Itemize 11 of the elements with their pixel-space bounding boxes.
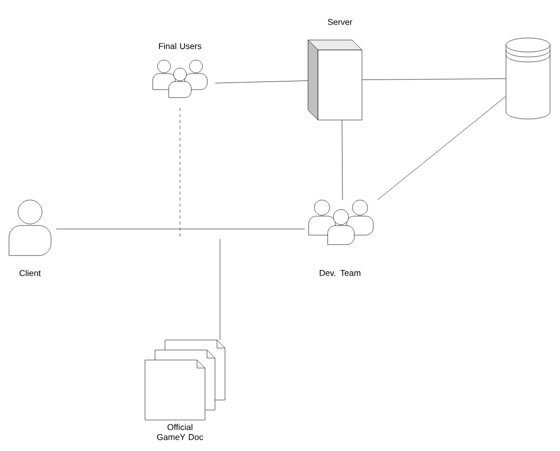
node-label: Client (20, 270, 41, 276)
node-label: Final Users (159, 42, 202, 50)
connector-line (56, 228, 305, 230)
connector-line (377, 96, 506, 200)
node-label: Dev. Team (320, 270, 360, 276)
node-label: Official GameY Doc (157, 424, 204, 440)
database-cylinder (506, 38, 550, 120)
connector-line (342, 120, 343, 200)
node-label: Server (328, 19, 352, 25)
connector-line (362, 78, 506, 80)
connector-line (215, 80, 308, 84)
